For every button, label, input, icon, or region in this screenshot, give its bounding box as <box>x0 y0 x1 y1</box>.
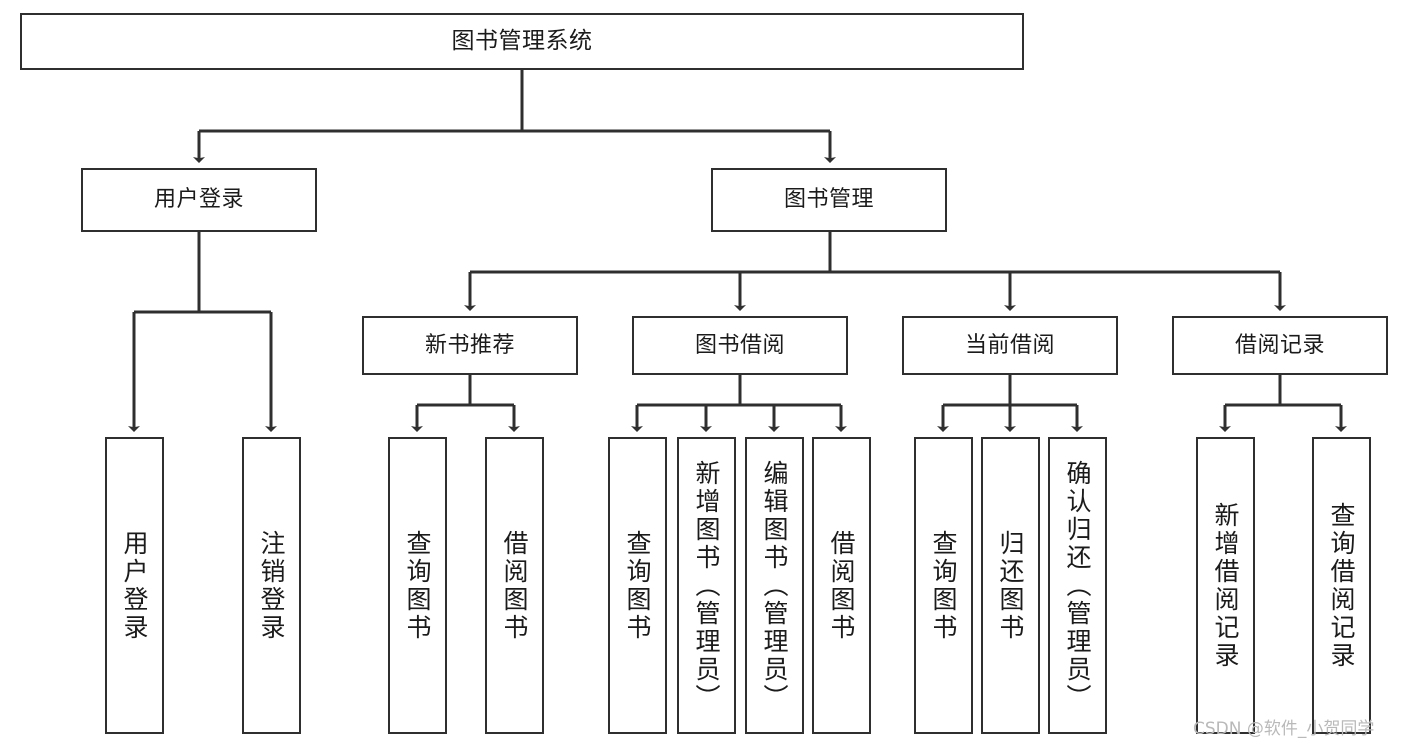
node-root-book-management-system[interactable]: 图书管理系统 <box>20 13 1024 70</box>
leaf-edit-book-admin[interactable]: 编辑图书（管理员） <box>745 437 804 734</box>
leaf-borrow-book[interactable]: 借阅图书 <box>812 437 871 734</box>
leaf-return-book[interactable]: 归还图书 <box>981 437 1040 734</box>
edge-group-borrow <box>631 375 847 432</box>
leaf-add-book-admin[interactable]: 新增图书（管理员） <box>677 437 736 734</box>
edge-group-user-login <box>128 232 277 432</box>
node-label: 查询图书 <box>623 529 652 642</box>
node-label: 确认归还（管理员） <box>1063 459 1092 712</box>
node-label: 图书借阅 <box>694 332 785 358</box>
node-label: 查询图书 <box>403 529 432 642</box>
leaf-add-borrow-record[interactable]: 新增借阅记录 <box>1196 437 1255 734</box>
node-label: 新书推荐 <box>424 332 515 358</box>
edge-group-current <box>937 375 1083 432</box>
edge-group-root <box>193 70 836 163</box>
node-user-login[interactable]: 用户登录 <box>81 168 317 232</box>
edge-group-record <box>1219 375 1347 432</box>
node-book-borrowing[interactable]: 图书借阅 <box>632 316 848 375</box>
edge-group-new-book <box>411 375 520 432</box>
node-label: 查询图书 <box>929 529 958 642</box>
node-label: 当前借阅 <box>964 332 1055 358</box>
node-label: 归还图书 <box>996 529 1025 642</box>
node-borrow-record[interactable]: 借阅记录 <box>1172 316 1388 375</box>
node-label: 注销登录 <box>257 529 286 642</box>
leaf-query-book-current[interactable]: 查询图书 <box>914 437 973 734</box>
node-label: 编辑图书（管理员） <box>760 459 789 712</box>
node-label: 查询借阅记录 <box>1327 501 1356 670</box>
node-label: 新增图书（管理员） <box>692 459 721 712</box>
node-label: 新增借阅记录 <box>1211 501 1240 670</box>
node-label: 用户登录 <box>153 187 244 213</box>
node-current-borrowing[interactable]: 当前借阅 <box>902 316 1118 375</box>
node-new-book-recommendation[interactable]: 新书推荐 <box>362 316 578 375</box>
leaf-borrow-book-new[interactable]: 借阅图书 <box>485 437 544 734</box>
node-label: 图书管理系统 <box>451 27 593 54</box>
leaf-query-book-borrow[interactable]: 查询图书 <box>608 437 667 734</box>
leaf-confirm-return-admin[interactable]: 确认归还（管理员） <box>1048 437 1107 734</box>
leaf-query-book-new[interactable]: 查询图书 <box>388 437 447 734</box>
node-book-management[interactable]: 图书管理 <box>711 168 947 232</box>
node-label: 借阅记录 <box>1234 332 1325 358</box>
leaf-user-logout[interactable]: 注销登录 <box>242 437 301 734</box>
node-label: 用户登录 <box>120 529 149 642</box>
node-label: 借阅图书 <box>827 529 856 642</box>
edge-group-book-mgmt <box>464 232 1286 311</box>
node-label: 图书管理 <box>783 187 874 213</box>
leaf-query-borrow-record[interactable]: 查询借阅记录 <box>1312 437 1371 734</box>
node-label: 借阅图书 <box>500 529 529 642</box>
leaf-user-login[interactable]: 用户登录 <box>105 437 164 734</box>
